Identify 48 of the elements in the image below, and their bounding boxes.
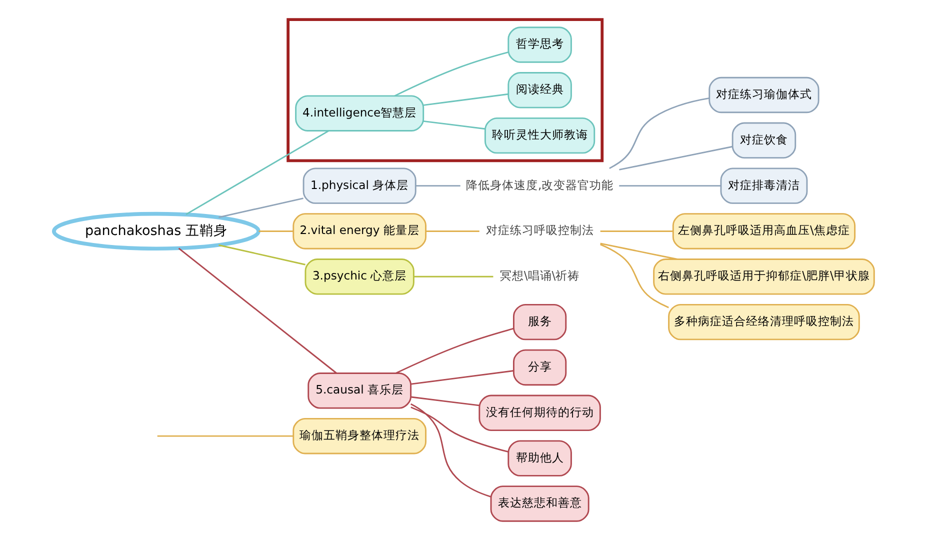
connector bbox=[416, 185, 460, 187]
node-box: 多种病症适合经络清理呼吸控制法 bbox=[668, 304, 860, 340]
node-box: 对症排毒清洁 bbox=[720, 168, 808, 204]
connector bbox=[619, 185, 721, 187]
node-box: 4.intelligence智慧层 bbox=[295, 95, 424, 132]
connector bbox=[600, 230, 673, 232]
node-box: 2.vital energy 能量层 bbox=[292, 213, 426, 250]
connector bbox=[423, 93, 508, 106]
node-box: 阅读经典 bbox=[508, 72, 572, 108]
connector bbox=[395, 328, 514, 374]
node-box: 分享 bbox=[512, 349, 567, 386]
cluster bbox=[286, 18, 604, 162]
connector bbox=[186, 130, 330, 215]
node-ellipse: panchakoshas 五鞘身 bbox=[52, 212, 260, 251]
node-box: 对症饮食 bbox=[732, 122, 796, 159]
connector bbox=[411, 396, 480, 406]
node-box: 服务 bbox=[512, 304, 567, 340]
node-box: 聆听灵性大师教诲 bbox=[484, 117, 596, 154]
node-text: 冥想\唱诵\祈祷 bbox=[500, 268, 580, 283]
node-box: 瑜伽五鞘身整体理疗法 bbox=[292, 418, 426, 454]
connector bbox=[178, 248, 338, 374]
node-box: 帮助他人 bbox=[508, 440, 572, 476]
connector bbox=[394, 51, 509, 97]
node-text: 降低身体速度,改变器官功能 bbox=[466, 178, 614, 192]
node-box: 3.psychic 心意层 bbox=[304, 258, 414, 295]
node-box: 没有任何期待的行动 bbox=[478, 394, 601, 432]
connector bbox=[218, 244, 306, 266]
node-box: 5.causal 喜乐层 bbox=[308, 372, 412, 409]
connector bbox=[423, 120, 486, 130]
connector bbox=[258, 230, 294, 232]
connector bbox=[218, 198, 304, 218]
connector bbox=[600, 242, 678, 260]
connector bbox=[426, 230, 480, 232]
node-box: 表达慈悲和善意 bbox=[490, 486, 590, 522]
connector bbox=[619, 146, 733, 170]
connector bbox=[410, 406, 509, 453]
node-text: 对症练习呼吸控制法 bbox=[486, 223, 594, 238]
connector bbox=[157, 435, 294, 437]
node-box: 左侧鼻孔呼吸适用高血压\焦虑症 bbox=[672, 213, 856, 250]
node-box: 1.physical 身体层 bbox=[302, 168, 416, 204]
connector bbox=[410, 403, 491, 498]
connector bbox=[414, 276, 494, 278]
node-box: 右侧鼻孔呼吸适用于抑郁症\肥胖\甲状腺 bbox=[653, 258, 875, 295]
connector bbox=[609, 98, 710, 169]
connector bbox=[600, 244, 669, 308]
node-box: 对症练习瑜伽体式 bbox=[708, 76, 820, 114]
connector bbox=[411, 370, 514, 385]
node-box: 哲学思考 bbox=[508, 26, 572, 63]
